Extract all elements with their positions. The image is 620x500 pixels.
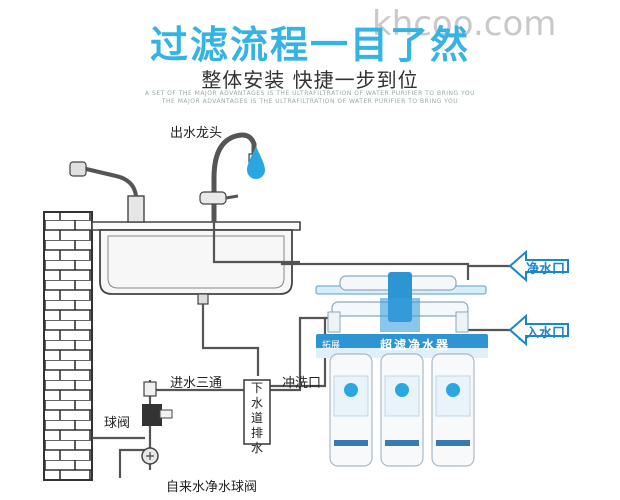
sink-drain (197, 293, 209, 305)
tap-ball-valve (141, 447, 159, 465)
label-flush-port: 冲洗口 (282, 376, 322, 391)
fine-print-2: THE MAJOR ADVANTAGES IS THE ULTRAFILTRAT… (161, 98, 459, 105)
label-clean-outlet: 净水口 (526, 262, 566, 277)
page-title: 过滤流程一目了然 (149, 23, 470, 67)
purifier-panel-label: 超滤净水器 (380, 338, 451, 352)
fine-print-1: A SET OF THE MAJOR ADVANTAGES IS THE ULT… (145, 90, 475, 97)
water-purifier (315, 272, 488, 467)
clean-outlet-arrow (508, 249, 569, 283)
label-drain: 下水道排水 (250, 381, 263, 455)
purifier-brand: 拓展 (322, 341, 341, 351)
label-water-inlet: 入水口 (526, 326, 566, 341)
label-tap-ball-valve: 自来水净水球阀 (166, 480, 258, 495)
watermark: khcoo.com (372, 4, 557, 44)
brick-wall (43, 211, 93, 481)
label-faucet: 出水龙头 (170, 126, 223, 141)
label-ball-valve: 球阀 (104, 416, 131, 431)
drain-pipe (243, 379, 271, 445)
page-subtitle: 整体安装 快捷一步到位 (201, 68, 419, 92)
inlet-tee (143, 381, 157, 397)
label-inlet-tee: 进水三通 (170, 376, 223, 391)
sink-faucet (69, 161, 145, 223)
countertop (91, 221, 301, 231)
purified-faucet (199, 132, 260, 222)
sink-basin (99, 229, 293, 295)
ball-valve (142, 404, 173, 426)
water-inlet-arrow (508, 313, 569, 347)
water-drop-icon (247, 146, 265, 179)
